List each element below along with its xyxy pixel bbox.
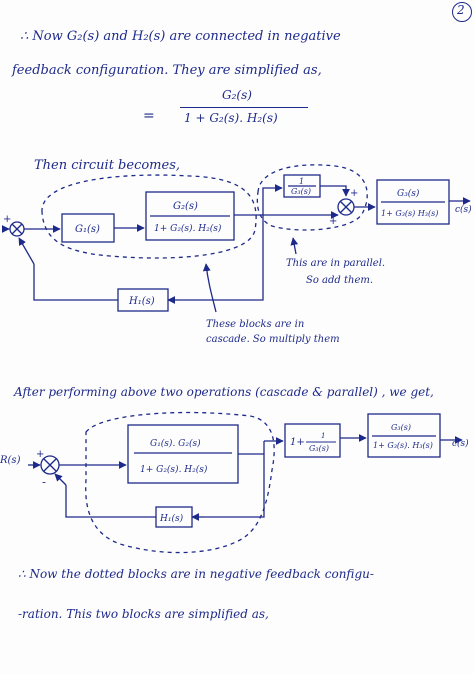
d1-closed-den: 1+ G₂(s). H₂(s): [154, 223, 222, 234]
d2-output: c(s): [452, 438, 469, 449]
d1-inv-den: G₃(s): [291, 187, 311, 196]
d1-plus-input: +: [3, 214, 11, 225]
diagram2-heading: After performing above two operations (c…: [14, 385, 434, 399]
d2-input: R(s): [0, 455, 21, 466]
d1-note-parallel-2: So add them.: [306, 275, 373, 286]
d1-closed-num: G₂(s): [173, 201, 198, 212]
d2-h1-label: H₁(s): [159, 513, 184, 524]
d2-a-den: 1+ G₂(s). H₂(s): [140, 464, 208, 475]
diagram1-heading: Then circuit becomes,: [34, 158, 181, 173]
d1-minus-input: -: [20, 236, 24, 250]
d1-inv-num: 1: [299, 177, 304, 186]
equation-equals: =: [143, 108, 155, 124]
d2-b-main: 1+: [290, 437, 305, 448]
equation-numerator: G₂(s): [222, 88, 252, 102]
d1-dotted-parallel-group: [256, 164, 368, 231]
d2-block-b: [284, 423, 341, 458]
d1-h1-label: H₁(s): [128, 296, 155, 307]
d2-minus: -: [42, 475, 46, 489]
intro-line-2: feedback configuration. They are simplif…: [12, 63, 322, 78]
d2-block-c: [367, 413, 441, 458]
outro-line-1: ∴ Now the dotted blocks are in negative …: [18, 567, 374, 581]
d2-b-num: 1: [321, 432, 325, 440]
d1-note-cascade-1: These blocks are in: [206, 319, 304, 330]
d1-fwd-num: G₃(s): [397, 188, 420, 199]
d2-plus: +: [36, 449, 44, 460]
d2-dotted-group: [85, 411, 275, 554]
d1-output: c(s): [455, 204, 472, 215]
intro-line-1: ∴ Now G₂(s) and H₂(s) are connected in n…: [20, 29, 341, 44]
equation-fraction-bar: [180, 107, 308, 108]
d1-forward-block: [376, 179, 450, 225]
d1-note-cascade-2: cascade. So multiply them: [206, 334, 340, 345]
d1-note-parallel-1: This are in parallel.: [286, 258, 385, 269]
d1-plus-bottom: +: [329, 216, 337, 227]
d1-plus-top: +: [350, 188, 358, 199]
d2-c-den: 1+ G₃(s). H₃(s): [373, 441, 433, 450]
d2-c-num: G₃(s): [391, 423, 411, 432]
d1-closed-loop-block: [145, 191, 235, 241]
d1-fwd-den: 1+ G₃(s) H₃(s): [381, 209, 438, 218]
page-number-badge: [452, 2, 472, 22]
d1-g1-label: G₁(s): [75, 224, 100, 235]
page-number: 2: [457, 3, 465, 17]
equation-denominator: 1 + G₂(s). H₂(s): [184, 111, 278, 125]
outro-line-2: -ration. This two blocks are simplified …: [18, 607, 269, 621]
d2-a-num: G₁(s). G₂(s): [150, 438, 201, 449]
d2-b-den: G₃(s): [309, 444, 329, 453]
